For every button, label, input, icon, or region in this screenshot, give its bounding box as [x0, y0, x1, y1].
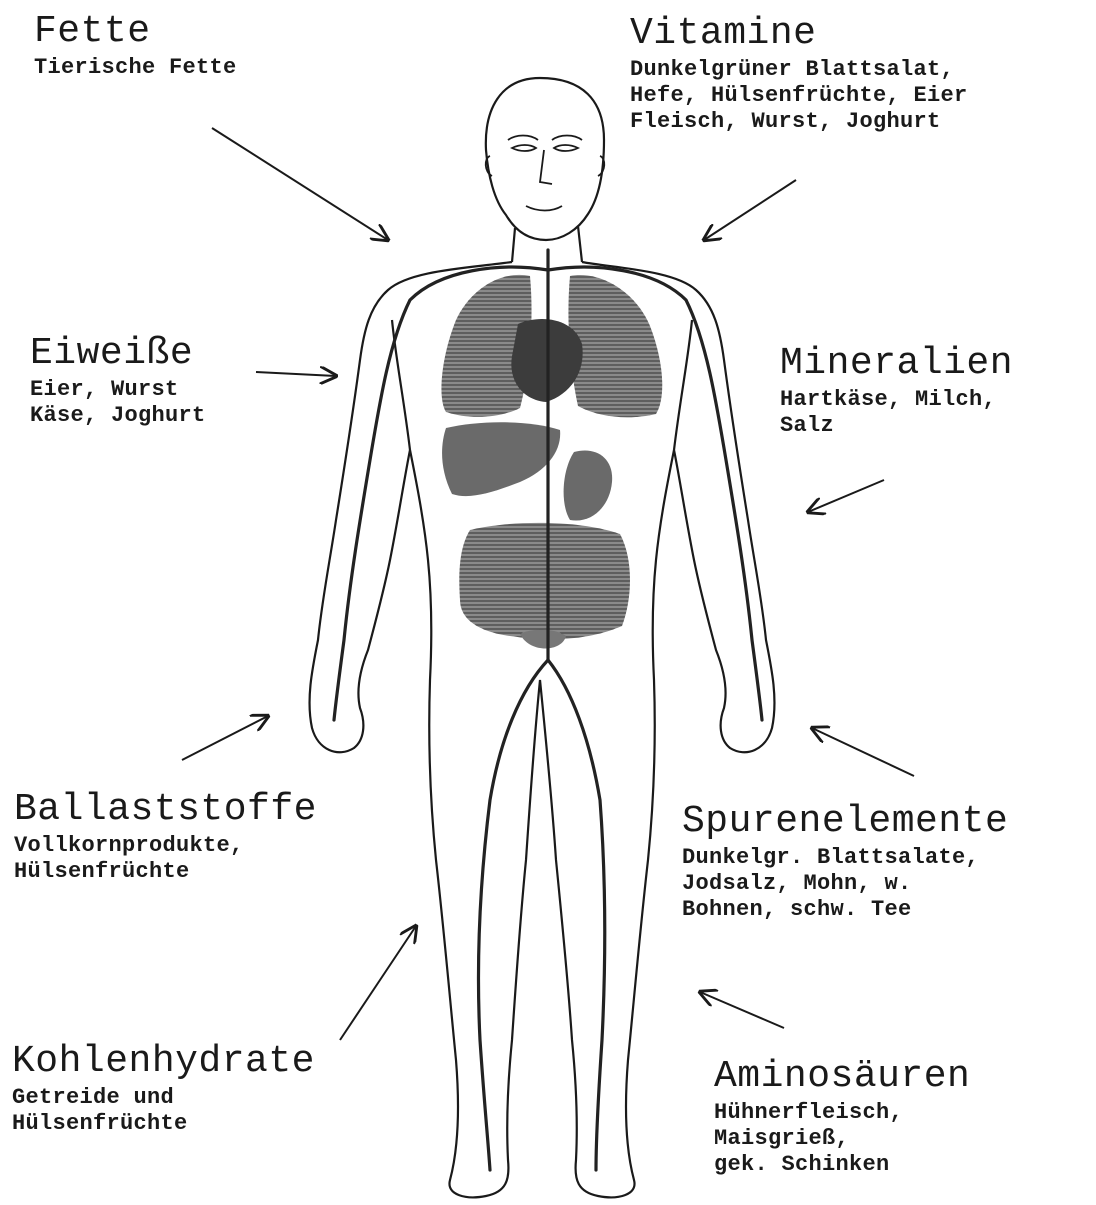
label-line: Hülsenfrüchte: [12, 1111, 315, 1137]
label-title: Fette: [34, 10, 237, 55]
label-fette: Fette Tierische Fette: [34, 10, 237, 81]
label-kohlenhydrate: Kohlenhydrate Getreide und Hülsenfrüchte: [12, 1040, 315, 1137]
label-line: Hülsenfrüchte: [14, 859, 317, 885]
label-spurenelemente: Spurenelemente Dunkelgr. Blattsalate, Jo…: [682, 800, 1008, 923]
label-vitamine: Vitamine Dunkelgrüner Blattsalat, Hefe, …: [630, 12, 968, 135]
label-line: Dunkelgr. Blattsalate,: [682, 845, 1008, 871]
bladder: [520, 630, 566, 649]
label-title: Ballaststoffe: [14, 788, 317, 833]
label-eiweisse: Eiweiße Eier, Wurst Käse, Joghurt: [30, 332, 206, 429]
lung-right: [568, 275, 662, 417]
label-line: Tierische Fette: [34, 55, 237, 81]
label-ballaststoffe: Ballaststoffe Vollkornprodukte, Hülsenfr…: [14, 788, 317, 885]
label-line: gek. Schinken: [714, 1152, 970, 1178]
label-line: Jodsalz, Mohn, w.: [682, 871, 1008, 897]
face: [486, 136, 605, 211]
label-line: Vollkornprodukte,: [14, 833, 317, 859]
label-title: Kohlenhydrate: [12, 1040, 315, 1085]
label-title: Eiweiße: [30, 332, 206, 377]
label-line: Eier, Wurst: [30, 377, 206, 403]
arrow-eiweisse: [256, 372, 336, 376]
label-title: Aminosäuren: [714, 1055, 970, 1100]
stomach: [564, 450, 613, 520]
label-line: Maisgrieß,: [714, 1126, 970, 1152]
arrow-amino: [700, 992, 784, 1028]
organs: [441, 275, 662, 649]
label-mineralien: Mineralien Hartkäse, Milch, Salz: [780, 342, 1013, 439]
arm-inner-right: [674, 320, 692, 450]
label-line: Hühnerfleisch,: [714, 1100, 970, 1126]
label-line: Bohnen, schw. Tee: [682, 897, 1008, 923]
arrow-fette: [212, 128, 388, 240]
arrow-spuren: [812, 728, 914, 776]
label-aminosaeuren: Aminosäuren Hühnerfleisch, Maisgrieß, ge…: [714, 1055, 970, 1178]
label-title: Vitamine: [630, 12, 968, 57]
label-line: Hefe, Hülsenfrüchte, Eier: [630, 83, 968, 109]
label-title: Spurenelemente: [682, 800, 1008, 845]
liver: [442, 422, 560, 496]
head-outline: [486, 78, 604, 240]
intestines: [459, 523, 630, 639]
arrow-mineralien: [808, 480, 884, 512]
label-line: Käse, Joghurt: [30, 403, 206, 429]
arrow-vitamine: [704, 180, 796, 240]
blood-vessels: [334, 250, 762, 1170]
label-line: Hartkäse, Milch,: [780, 387, 1013, 413]
label-line: Salz: [780, 413, 1013, 439]
label-line: Dunkelgrüner Blattsalat,: [630, 57, 968, 83]
arrow-kohlen: [340, 926, 416, 1040]
label-line: Getreide und: [12, 1085, 315, 1111]
arrow-ballast: [182, 716, 268, 760]
label-line: Fleisch, Wurst, Joghurt: [630, 109, 968, 135]
label-title: Mineralien: [780, 342, 1013, 387]
